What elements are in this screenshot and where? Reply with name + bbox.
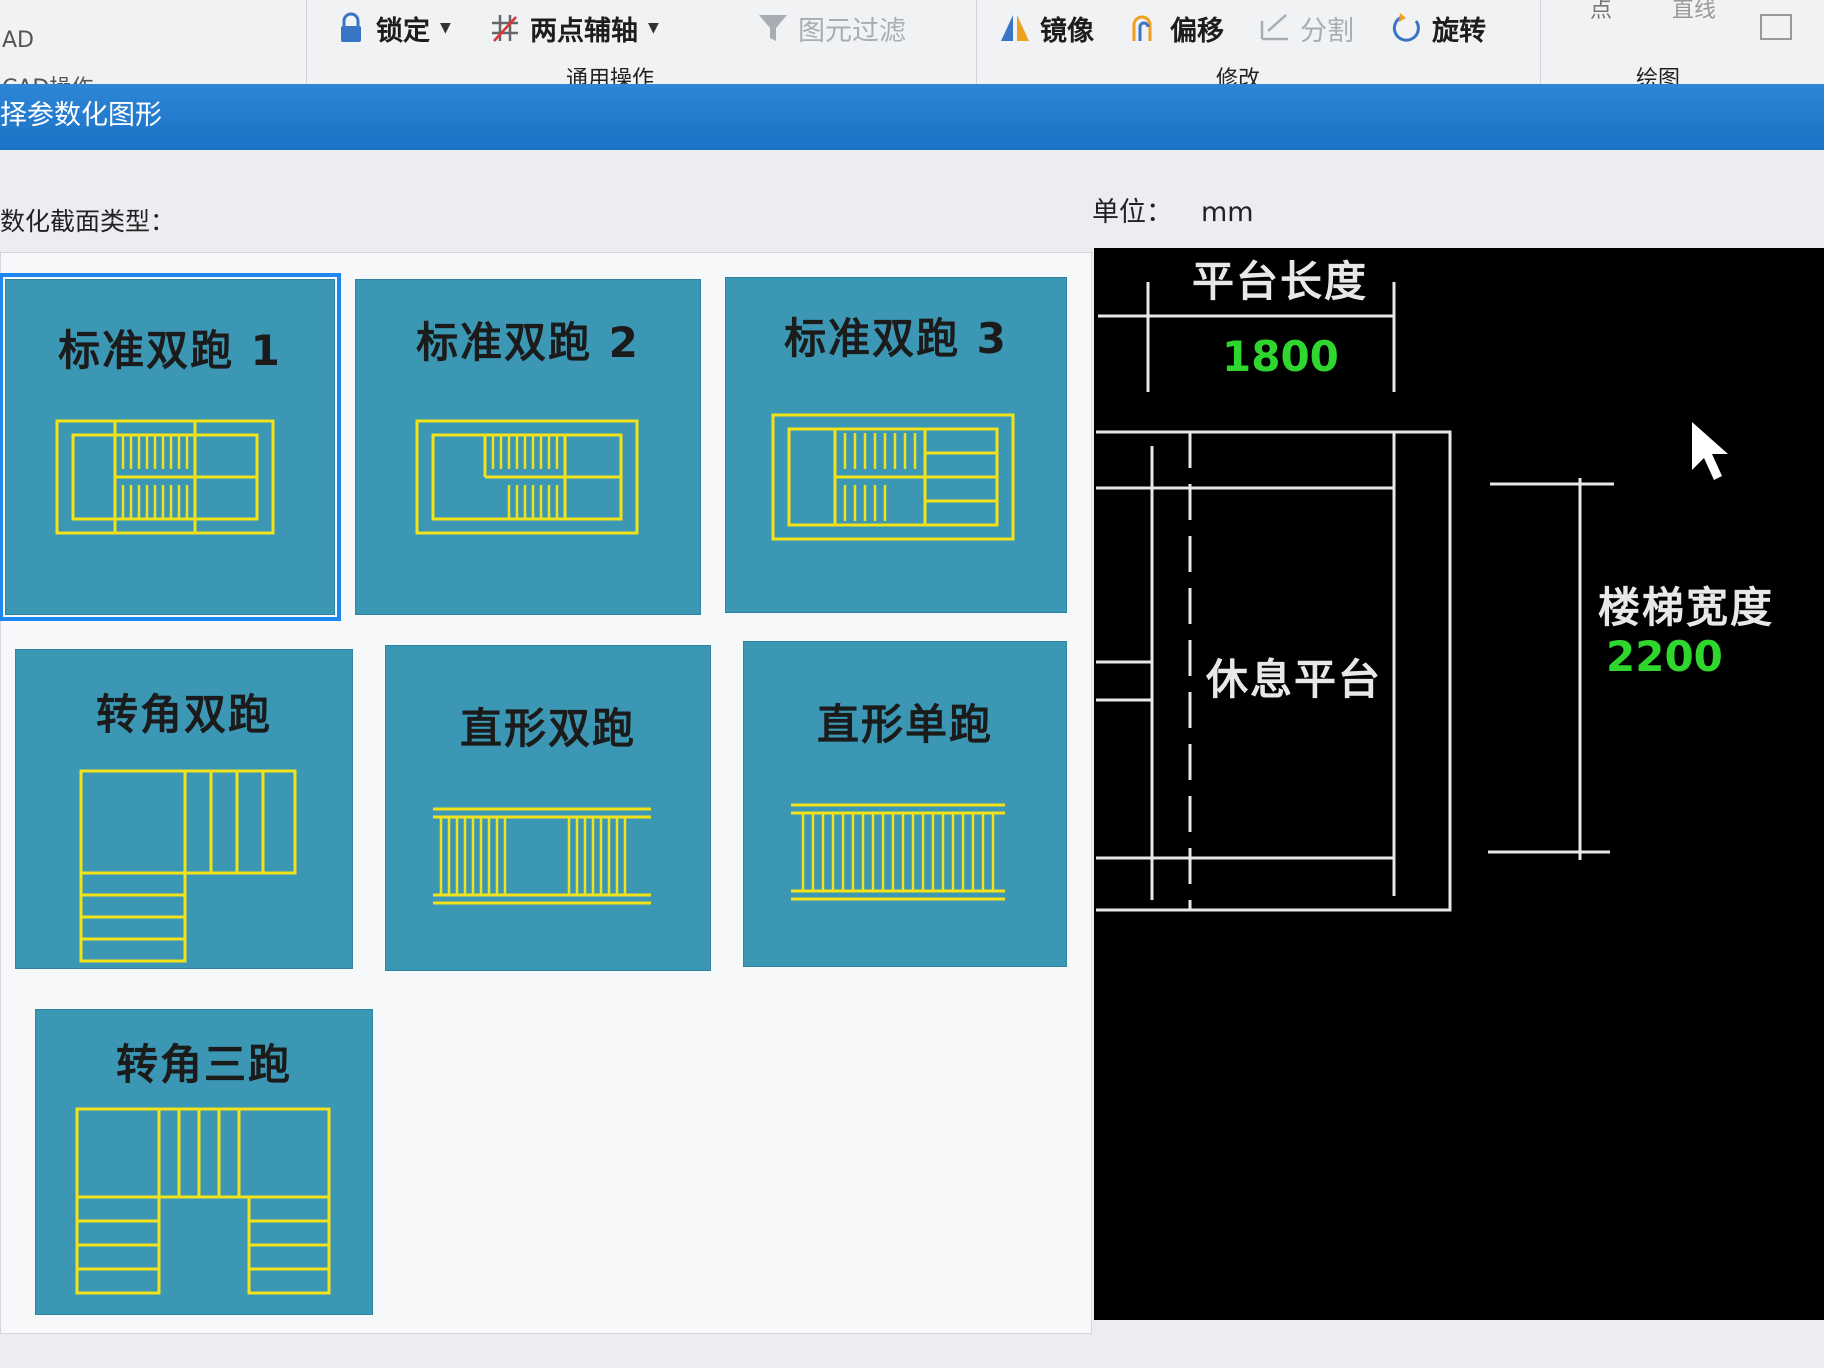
platform-length-label: 平台长度: [1192, 257, 1369, 306]
chevron-down-icon: ▼: [440, 20, 451, 36]
unit-label: 单位： mm: [1092, 190, 1254, 229]
ribbon-separator: [306, 0, 307, 86]
element-filter-label: 图元过滤: [798, 15, 906, 47]
filter-icon: [756, 11, 790, 45]
dialog-title-bar: 择参数化图形: [0, 84, 1824, 150]
axis-grid-icon: [488, 11, 522, 45]
preview-canvas: 平台长度 1800 休息平台 楼梯宽度 2200: [1094, 248, 1824, 1320]
rectangle-icon[interactable]: [1760, 14, 1792, 40]
stair-dimension-drawing: [1096, 282, 1728, 912]
tile-label: 转角三跑: [115, 1040, 292, 1089]
stair-schematic-icon: [79, 769, 297, 963]
rotate-button[interactable]: 旋转: [1390, 8, 1486, 48]
rest-platform-label: 休息平台: [1206, 655, 1383, 704]
tile-label: 标准双跑 3: [784, 314, 1008, 363]
tile-corner-double-run[interactable]: 转角双跑: [15, 649, 353, 969]
section-type-label: 数化截面类型：: [0, 207, 176, 236]
unit-value: mm: [1201, 197, 1254, 228]
ribbon-separator: [1540, 0, 1541, 86]
mirror-icon: [998, 11, 1032, 45]
tile-label: 直形双跑: [459, 704, 636, 753]
stair-schematic-icon: [75, 1107, 331, 1295]
stair-width-value: 2200: [1606, 632, 1723, 681]
ribbon-toolbar: AD CAD操作 锁定 ▼ 两点辅轴 ▼ 图元过滤 镜像 偏移: [0, 0, 1824, 87]
rotate-label: 旋转: [1432, 15, 1486, 47]
tile-straight-single-run[interactable]: 直形单跑: [743, 641, 1067, 967]
stair-schematic-icon: [433, 807, 651, 905]
tile-straight-double-run[interactable]: 直形双跑: [385, 645, 711, 971]
ribbon-fragment-bottom: CAD操作: [2, 70, 93, 86]
platform-length-value: 1800: [1222, 332, 1339, 381]
stair-schematic-icon: [771, 413, 1015, 541]
two-point-axis-button[interactable]: 两点辅轴 ▼: [488, 8, 659, 48]
tile-standard-double-run-3[interactable]: 标准双跑 3: [725, 277, 1067, 613]
mirror-button[interactable]: 镜像: [998, 8, 1094, 48]
split-label: 分割: [1300, 15, 1354, 47]
offset-label: 偏移: [1170, 15, 1224, 47]
tile-standard-double-run-1[interactable]: 标准双跑 1: [0, 273, 341, 621]
unit-caption: 单位：: [1092, 197, 1173, 228]
chevron-down-icon: ▼: [648, 20, 659, 36]
split-button[interactable]: 分割: [1258, 8, 1354, 48]
tile-standard-double-run-2[interactable]: 标准双跑 2: [355, 279, 701, 615]
ribbon-separator: [976, 0, 977, 86]
mouse-cursor-icon: [1692, 422, 1728, 480]
group-draw-label: 绘图: [1636, 67, 1681, 86]
two-point-axis-label: 两点辅轴: [530, 15, 638, 47]
split-icon: [1258, 11, 1292, 45]
shape-type-grid: 标准双跑 1 标准双跑 2: [0, 252, 1092, 1334]
stair-schematic-icon: [55, 419, 275, 535]
point-button[interactable]: 点: [1590, 0, 1613, 23]
stair-width-label: 楼梯宽度: [1598, 583, 1775, 632]
lock-icon: [334, 11, 368, 45]
group-modify-label: 修改: [1216, 67, 1261, 86]
dialog-title: 择参数化图形: [0, 100, 162, 131]
tile-label: 转角双跑: [95, 690, 272, 739]
tile-corner-triple-run[interactable]: 转角三跑: [35, 1009, 373, 1315]
offset-button[interactable]: 偏移: [1128, 8, 1224, 48]
tile-label: 标准双跑 2: [416, 318, 640, 367]
element-filter-button[interactable]: 图元过滤: [756, 8, 906, 48]
rotate-icon: [1390, 11, 1424, 45]
stair-schematic-icon: [791, 803, 1005, 901]
offset-icon: [1128, 11, 1162, 45]
lock-label: 锁定: [376, 15, 430, 47]
stair-schematic-icon: [415, 419, 639, 535]
ribbon-fragment-top: AD: [2, 28, 34, 53]
line-button[interactable]: 直线: [1672, 0, 1717, 23]
tile-label: 直形单跑: [816, 700, 993, 749]
mirror-label: 镜像: [1040, 15, 1094, 47]
lock-button[interactable]: 锁定 ▼: [334, 8, 451, 48]
group-general-label: 通用操作: [566, 67, 655, 86]
tile-label: 标准双跑 1: [58, 326, 282, 375]
